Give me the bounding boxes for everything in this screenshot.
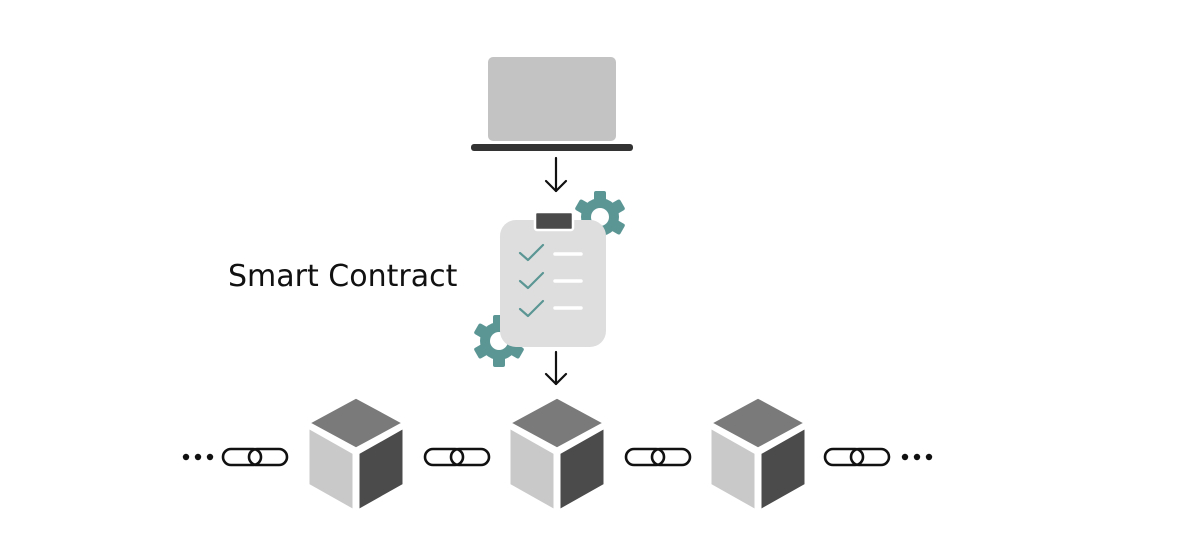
chain-link-icon [823, 447, 891, 467]
ellipsis-icon [182, 453, 214, 461]
cube-block-icon [306, 395, 406, 513]
contract-label: Smart Contract [228, 259, 458, 294]
chain-link-icon [624, 447, 692, 467]
chain-link-icon [221, 447, 289, 467]
cube-block-icon [507, 395, 607, 513]
ellipsis-icon [901, 453, 933, 461]
clipboard-checklist-icon [500, 210, 606, 347]
down-arrow-icon [544, 156, 568, 193]
chain-link-icon [423, 447, 491, 467]
down-arrow-icon [544, 350, 568, 386]
laptop-icon [471, 57, 633, 151]
cube-block-icon [708, 395, 808, 513]
